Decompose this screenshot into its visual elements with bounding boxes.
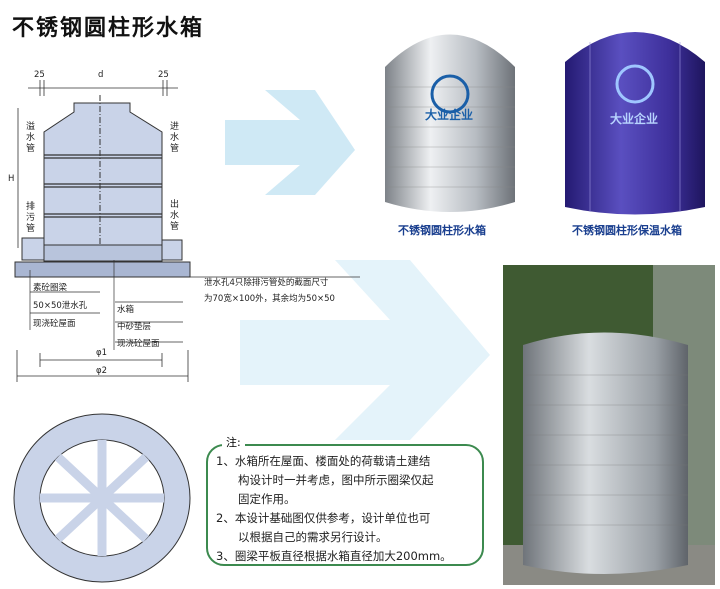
overflow-pipe-label: 溢水管 [26, 122, 36, 154]
outlet-pipe-label: 出水管 [170, 200, 180, 232]
tank-label: 水箱 [117, 305, 135, 315]
hole-note-1: 泄水孔4只除排污管处的截面尺寸 [204, 278, 329, 288]
logo-text-2: 大业企业 [610, 112, 659, 126]
roof-left-label: 现浇砼屋面 [33, 319, 76, 329]
arrow-bottom [240, 260, 490, 440]
phi2-label: φ2 [96, 366, 108, 376]
note-item-3: 3、圈梁平板直径根据水箱直径加大200mm。 [216, 549, 452, 563]
drain-pipe-label: 排污管 [26, 202, 36, 234]
logo-text-1: 大业企业 [425, 108, 474, 122]
caption-tank2: 不锈钢圆柱形保温水箱 [572, 224, 682, 237]
arrow-top [225, 90, 355, 195]
tank-foundation-diagram [14, 80, 360, 382]
dim-h: H [8, 174, 15, 184]
sand-layer-label: 中砂垫层 [117, 322, 152, 332]
ring-beam-plan [13, 413, 191, 583]
installed-tank-photo [503, 265, 715, 585]
inlet-pipe-label: 进水管 [170, 122, 180, 154]
dim-d: d [98, 70, 104, 80]
insulated-tank-image [565, 32, 705, 215]
logo-icon [430, 74, 470, 114]
caption-tank1: 不锈钢圆柱形水箱 [398, 224, 486, 237]
roof-right-label: 现浇砼屋面 [117, 339, 160, 349]
logo-icon [615, 64, 655, 104]
dim-left: 25 [34, 70, 45, 80]
notes-box: 1、水箱所在屋面、楼面处的荷载请土建结构设计时一并考虑，图中所示圈梁仅起固定作用… [206, 444, 484, 566]
ring-beam-label: 素砼圈梁 [33, 283, 68, 293]
dim-right: 25 [158, 70, 169, 80]
note-item-2: 2、本设计基础图仅供参考，设计单位也可以根据自己的需求另行设计。 [216, 511, 431, 544]
stainless-tank-image [385, 34, 515, 212]
hole-note-2: 为70宽×100外，其余均为50×50 [204, 294, 335, 304]
page-title: 不锈钢圆柱形水箱 [12, 16, 205, 41]
drain-hole-label: 50×50泄水孔 [33, 301, 88, 311]
notes-title: 注: [222, 434, 245, 450]
phi1-label: φ1 [96, 348, 108, 358]
note-item-1: 1、水箱所在屋面、楼面处的荷载请土建结构设计时一并考虑，图中所示圈梁仅起固定作用… [216, 454, 434, 506]
